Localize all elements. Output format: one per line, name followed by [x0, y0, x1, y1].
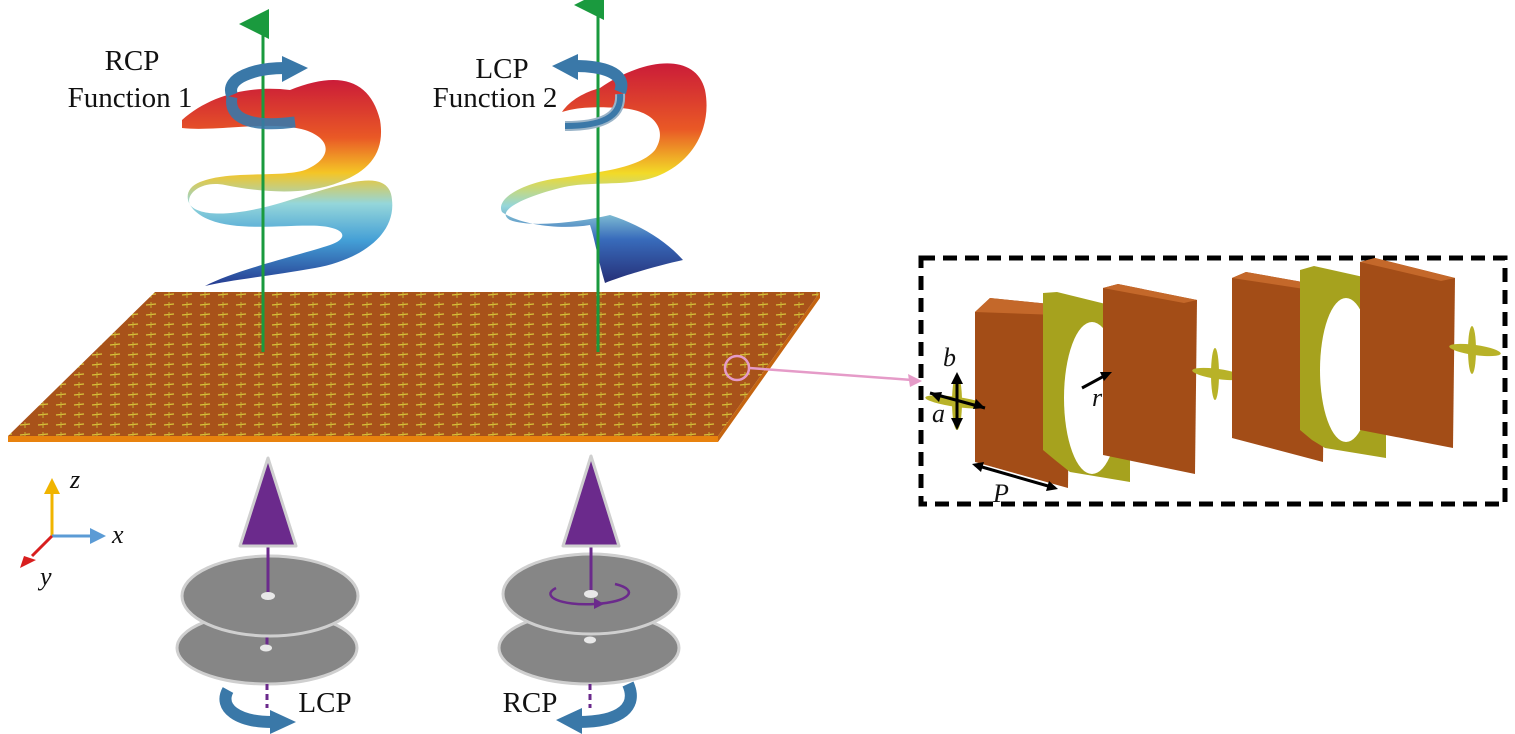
coordinate-axes: z x y: [20, 465, 124, 591]
cone-icon-right: [561, 454, 621, 548]
helix-surface-left: [182, 80, 393, 286]
beam-label-left-polarization: RCP: [105, 45, 160, 77]
incident-label-left: LCP: [298, 687, 351, 719]
zoom-connector: [748, 366, 922, 387]
incident-label-right: RCP: [503, 687, 558, 719]
beam-label-left-function: Function 1: [68, 82, 193, 114]
dimension-P: [972, 462, 1058, 491]
incident-source-right: RCP: [497, 454, 681, 734]
beam-label-right-polarization: LCP: [475, 53, 528, 85]
axis-label-x: x: [111, 520, 124, 549]
label-b: b: [943, 343, 956, 372]
unit-cell-inset: a b r P: [918, 255, 1508, 508]
helix-beam-left: RCP Function 1: [68, 9, 393, 352]
circular-arrow-icon-incident-left: [219, 687, 296, 734]
helix-beam-right: LCP Function 2: [433, 0, 707, 352]
helix-surface-right: [500, 63, 707, 283]
incident-source-left: LCP: [175, 456, 360, 734]
label-r: r: [1092, 383, 1103, 412]
unit-cell-2: [1232, 258, 1501, 462]
label-a: a: [932, 399, 945, 428]
circular-arrow-icon-left: [225, 56, 308, 130]
axis-label-z: z: [69, 465, 80, 494]
cross-resonator-3: [1449, 326, 1501, 374]
inset-frame: [918, 255, 1508, 507]
metasurface-slab: [8, 292, 820, 442]
metal-plate-4: [1360, 258, 1455, 448]
circular-arrow-icon-incident-right: [556, 681, 637, 734]
dimension-r: [1081, 372, 1112, 390]
cross-resonator-2: [1192, 348, 1244, 400]
circular-arrow-icon-right: [552, 54, 628, 131]
dimension-b: [951, 372, 963, 430]
axis-label-y: y: [37, 562, 52, 591]
cone-icon-left: [238, 456, 298, 548]
label-P: P: [992, 479, 1009, 508]
beam-label-right-function: Function 2: [433, 82, 558, 114]
metal-plate-2: [1103, 284, 1197, 474]
